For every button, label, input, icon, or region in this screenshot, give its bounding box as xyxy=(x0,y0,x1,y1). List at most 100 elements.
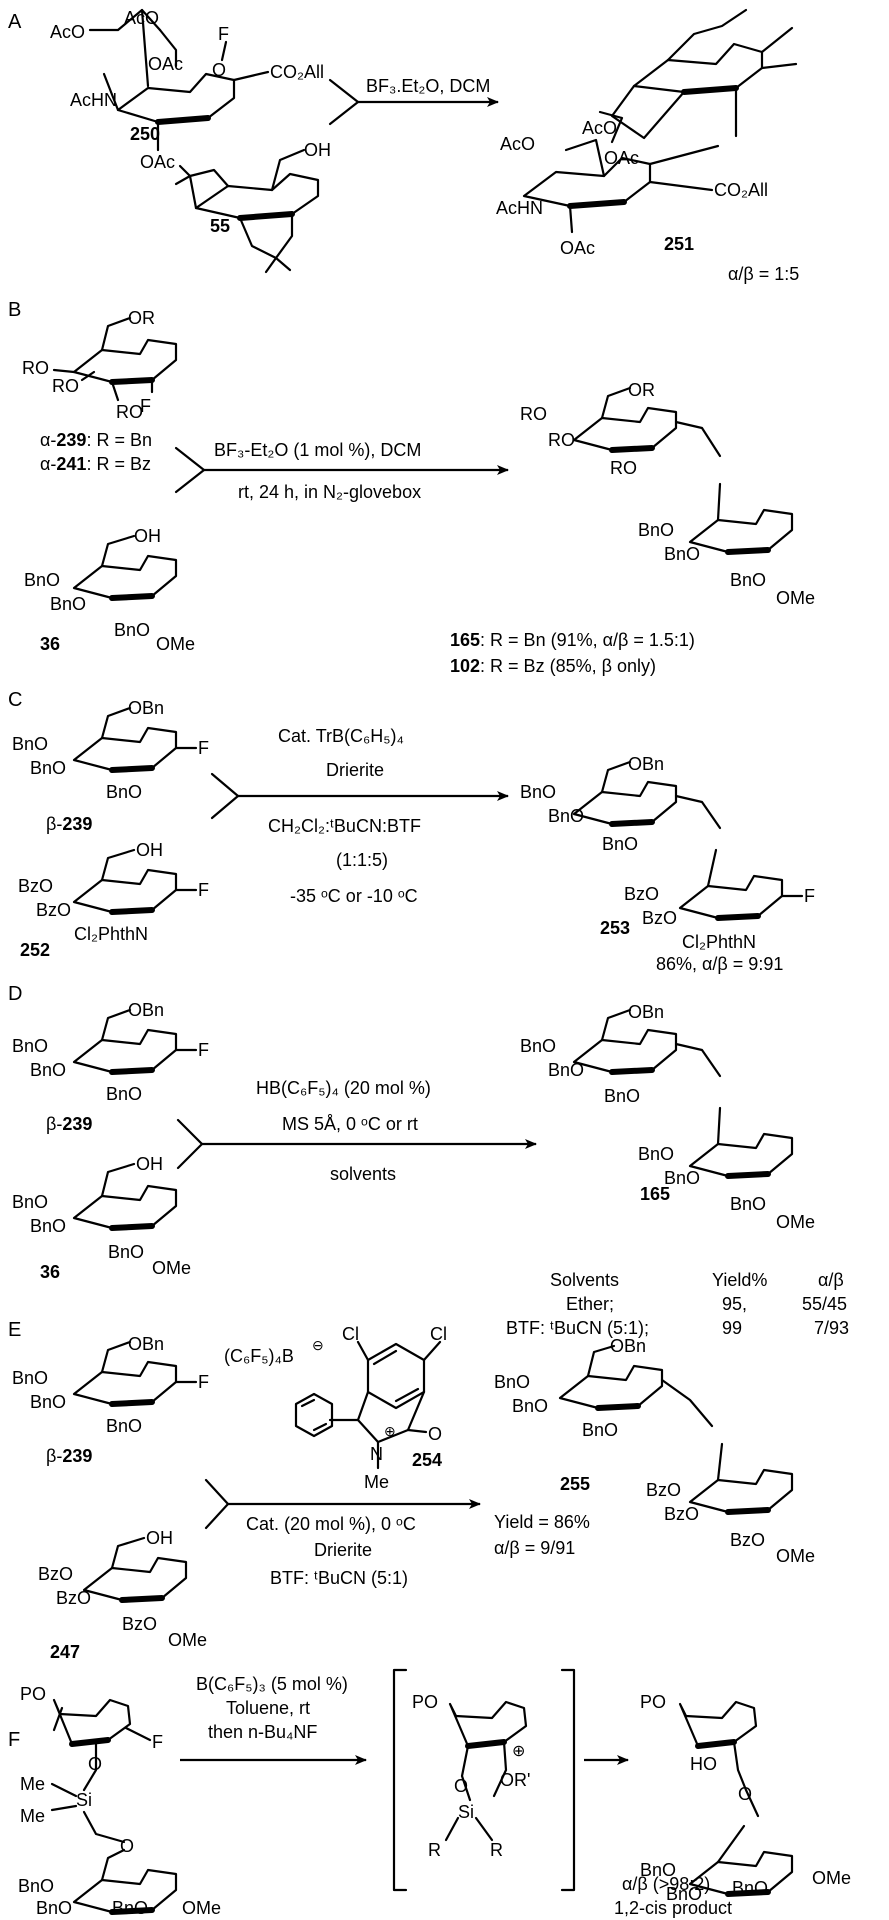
benzoyloxy-group: BzO xyxy=(642,908,677,928)
reagent-text: BTF: ᵗBuCN (5:1) xyxy=(270,1568,408,1588)
allyl-ester-group: CO₂All xyxy=(714,180,768,200)
panel-c-letter: C xyxy=(8,689,22,711)
table-cell: Ether; xyxy=(566,1294,614,1314)
methoxy-group: OMe xyxy=(182,1898,221,1918)
benzyloxy-group: BnO xyxy=(604,1086,640,1106)
reagent-text: B(C₆F₅)₃ (5 mol %) xyxy=(196,1674,348,1694)
compound-legend: α-241: R = Bz xyxy=(40,454,151,474)
table-cell: 7/93 xyxy=(814,1318,849,1338)
reagent-text: -35 ᵒC or -10 ᵒC xyxy=(290,886,418,906)
benzyloxy-group: BnO xyxy=(12,734,48,754)
oxygen-atom: O xyxy=(120,1836,134,1856)
result-line: 86%, α/β = 9:91 xyxy=(656,954,783,974)
benzoyloxy-group: BzO xyxy=(38,1564,73,1584)
alkyl-group: R xyxy=(490,1840,503,1860)
benzoyloxy-group: BzO xyxy=(36,900,71,920)
benzyloxy-group: BnO xyxy=(12,1368,48,1388)
benzyloxy-group: OBn xyxy=(128,1334,164,1354)
compound-label: β-239 xyxy=(46,1446,92,1466)
panel-b-letter: B xyxy=(8,299,21,321)
yield-text: Yield = 86% xyxy=(494,1512,590,1532)
benzyloxy-group: BnO xyxy=(732,1878,768,1898)
benzyloxy-group: BnO xyxy=(112,1898,148,1918)
alkoxy-group: RO xyxy=(610,458,637,478)
allyl-ester-group: CO₂All xyxy=(270,62,324,82)
benzoyloxy-group: BzO xyxy=(624,884,659,904)
left-bracket xyxy=(392,1668,408,1892)
benzoyloxy-group: BzO xyxy=(646,1480,681,1500)
fluorine-atom: F xyxy=(804,886,815,906)
compound-number: 252 xyxy=(20,940,50,960)
panel-d-letter: D xyxy=(8,983,22,1005)
silicon-atom: Si xyxy=(458,1802,474,1822)
hydroxyl-group: OH xyxy=(134,526,161,546)
methyl-group: Me xyxy=(364,1472,389,1492)
acetamido-group: AcHN xyxy=(496,198,543,218)
protecting-group: PO xyxy=(412,1692,438,1712)
benzyloxy-group: OBn xyxy=(610,1336,646,1356)
oxygen-atom: O xyxy=(88,1754,102,1774)
acceptor-252: OH BzO BzO Cl₂PhthN F 252 xyxy=(18,840,209,960)
acetoxy-group: OAc xyxy=(148,54,183,74)
methoxy-group: OMe xyxy=(776,1212,815,1232)
benzyloxy-group: BnO xyxy=(640,1860,676,1880)
methyl-group: Me xyxy=(20,1774,45,1794)
benzyloxy-group: BnO xyxy=(106,782,142,802)
alkoxy-group: RO xyxy=(22,358,49,378)
compound-label: β-239 xyxy=(46,814,92,834)
hydroxyl-group: OH xyxy=(146,1528,173,1548)
donor-239: OBn BnO BnO BnO F β-239 xyxy=(12,1334,209,1466)
donor-250: O AcO AcO OAc AcHN OAc F CO₂All 250 xyxy=(50,8,324,172)
benzyloxy-group: OBn xyxy=(628,1002,664,1022)
compound-label: β-239 xyxy=(46,1114,92,1134)
anion-charge: ⊖ xyxy=(312,1337,324,1353)
product-165: OBn BnO BnO BnO BnO BnO BnO OMe 165 xyxy=(520,1002,815,1232)
acetamido-group: AcHN xyxy=(70,90,117,110)
benzyloxy-group: BnO xyxy=(30,1216,66,1236)
product-253: OBn BnO BnO BnO BzO BzO Cl₂PhthN F 253 8… xyxy=(520,754,815,974)
acetoxy-group: OAc xyxy=(560,238,595,258)
fluorine-atom: F xyxy=(198,1372,209,1392)
benzyloxy-group: BnO xyxy=(730,570,766,590)
panel-b: B OR RO RO RO F α-239: R = Bn α-241: R =… xyxy=(8,299,815,676)
compound-number: 36 xyxy=(40,1262,60,1282)
oxonium-group: OR' xyxy=(500,1770,530,1790)
acetoxy-group: AcO xyxy=(124,8,159,28)
compound-number: 247 xyxy=(50,1642,80,1662)
protecting-group: PO xyxy=(640,1692,666,1712)
benzyloxy-group: BnO xyxy=(664,544,700,564)
product-1-2-cis: PO HO O BnO BnO BnO OMe xyxy=(640,1692,851,1904)
benzyloxy-group: BnO xyxy=(664,1168,700,1188)
benzyloxy-group: OBn xyxy=(628,754,664,774)
benzyloxy-group: BnO xyxy=(520,782,556,802)
panel-f: F PO O Si Me Me O F BnO BnO BnO OMe B(C₆… xyxy=(8,1668,851,1918)
product-255: OBn BnO BnO BnO BzO BzO BzO OMe 255 xyxy=(494,1336,815,1566)
benzyloxy-group: BnO xyxy=(30,758,66,778)
silyl-intermediate: PO O OR' ⊕ Si R R xyxy=(412,1692,530,1860)
hydroxyl-group: OH xyxy=(136,1154,163,1174)
compound-number: 250 xyxy=(130,124,160,144)
chlorine-atom: Cl xyxy=(430,1324,447,1344)
compound-number: 251 xyxy=(664,234,694,254)
acetoxy-group: AcO xyxy=(500,134,535,154)
reagent-text: MS 5Å, 0 ᵒC or rt xyxy=(282,1114,418,1134)
methyl-group: Me xyxy=(20,1806,45,1826)
reagent-text: BF₃.Et₂O, DCM xyxy=(366,76,490,96)
reagent-text: solvents xyxy=(330,1164,396,1184)
benzyloxy-group: BnO xyxy=(50,594,86,614)
benzoyloxy-group: BzO xyxy=(122,1614,157,1634)
fluorine-atom: F xyxy=(198,1040,209,1060)
solvent-table: Solvents Yield% α/β Ether; 95, 55/45 BTF… xyxy=(506,1270,849,1338)
oxygen-atom: O xyxy=(428,1424,442,1444)
hydroxyl-group: HO xyxy=(690,1754,717,1774)
acetoxy-group: AcO xyxy=(50,22,85,42)
methoxy-group: OMe xyxy=(156,634,195,654)
compound-legend: α-239: R = Bn xyxy=(40,430,152,450)
table-header: Yield% xyxy=(712,1270,767,1290)
methoxy-group: OMe xyxy=(812,1868,851,1888)
benzyloxy-group: BnO xyxy=(638,1144,674,1164)
cation-charge: ⊕ xyxy=(384,1423,396,1439)
reagent-text: BF₃-Et₂O (1 mol %), DCM xyxy=(214,440,421,460)
methoxy-group: OMe xyxy=(168,1630,207,1650)
alkoxy-group: OR xyxy=(628,380,655,400)
